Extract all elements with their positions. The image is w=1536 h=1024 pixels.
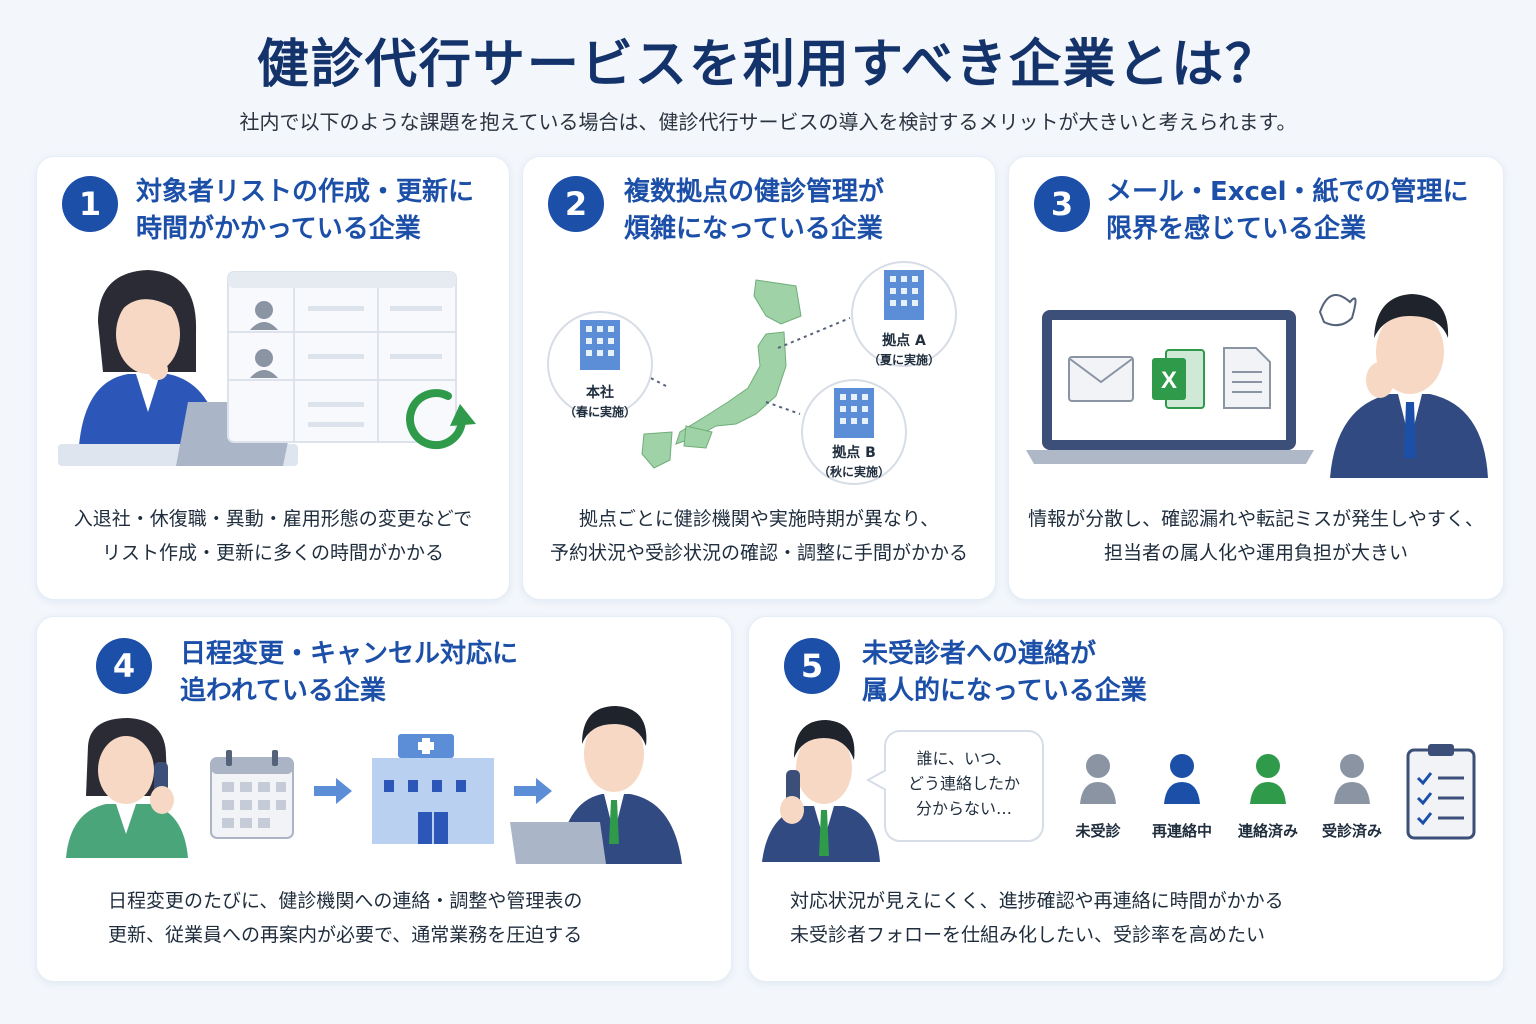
page-subtitle: 社内で以下のような課題を抱えている場合は、健診代行サービスの導入を検討するメリッ…: [239, 110, 1297, 134]
status-person-icon: [1334, 754, 1370, 804]
calendar-icon: [210, 750, 294, 839]
card-1-title: 対象者リストの作成・更新に時間がかかっている企業: [136, 177, 475, 244]
arrow-right-icon: [314, 778, 352, 804]
status-person-icon: [1164, 754, 1200, 804]
card-5-description: 対応状況が見えにくく、進捗確認や再連絡に時間がかかる未受診者フォローを仕組み化し…: [790, 890, 1284, 946]
checklist-icon: [1406, 744, 1476, 840]
card-2-number-badge: 2: [548, 176, 604, 232]
worried-man-icon: [1318, 293, 1488, 478]
spreadsheet-icon: [227, 271, 457, 443]
card-1-number-badge: 1: [62, 176, 118, 232]
document-icon: [1223, 347, 1271, 409]
card-4-number-badge: 4: [96, 638, 152, 694]
card-5-number-badge: 5: [784, 638, 840, 694]
excel-icon: X: [1152, 349, 1205, 409]
site-honsha-circle: [547, 311, 653, 417]
card-2-title: 複数拠点の健診管理が煩雑になっている企業: [624, 177, 885, 244]
card-1-description: 入退社・休復職・異動・雇用形態の変更などでリスト作成・更新に多くの時間がかかる: [73, 508, 473, 564]
status-label-unexamined: 未受診: [1075, 822, 1121, 840]
status-person-icon: [1080, 754, 1116, 804]
excel-letter: X: [1161, 367, 1177, 394]
card-3-description: 情報が分散し、確認漏れや転記ミスが発生しやすく、担当者の属人化や運用負担が大きい: [1028, 508, 1484, 564]
status-person-icon: [1250, 754, 1286, 804]
card-4-title: 日程変更・キャンセル対応に追われている企業: [180, 639, 519, 706]
site-a-circle: [851, 261, 957, 367]
speech-bubble-icon: 誰に、いつ、 どう連絡したか 分からない…: [884, 730, 1044, 842]
status-label-contacted: 連絡済み: [1237, 822, 1298, 840]
speech-bubble-tail: [865, 769, 887, 791]
site-b-label: 拠点 B（秋に実施）: [817, 445, 890, 479]
page-title: 健診代行サービスを利用すべき企業とは？: [256, 35, 1280, 95]
site-b-circle: [801, 379, 907, 485]
status-label-examined: 受診済み: [1321, 822, 1382, 840]
card-2-description: 拠点ごとに健診機関や実施時期が異なり、予約状況や受診状況の確認・調整に手間がかか…: [549, 508, 968, 564]
hospital-icon: [372, 734, 494, 844]
card-5-title: 未受診者への連絡が属人的になっている企業: [862, 639, 1147, 706]
man-on-phone-icon: [762, 720, 880, 862]
refresh-icon: [406, 389, 476, 449]
card-5: [748, 616, 1504, 982]
card-3-number-badge: 3: [1034, 176, 1090, 232]
japan-map-icon: [615, 279, 851, 469]
card-4-description: 日程変更のたびに、健診機関への連絡・調整や管理表の更新、従業員への再案内が必要で…: [108, 890, 583, 946]
card-3-title: メール・Excel・紙での管理に限界を感じている企業: [1106, 177, 1469, 244]
woman-on-phone-icon: [66, 718, 188, 858]
status-label-recontacting: 再連絡中: [1151, 822, 1212, 840]
site-honsha-label: 本社（春に実施）: [563, 385, 636, 419]
mail-icon: [1068, 356, 1134, 402]
man-at-laptop-icon: [510, 706, 682, 864]
person-at-laptop-icon: [58, 270, 298, 466]
arrow-right-icon-2: [514, 778, 552, 804]
site-a-label: 拠点 A（夏に実施）: [867, 333, 940, 367]
